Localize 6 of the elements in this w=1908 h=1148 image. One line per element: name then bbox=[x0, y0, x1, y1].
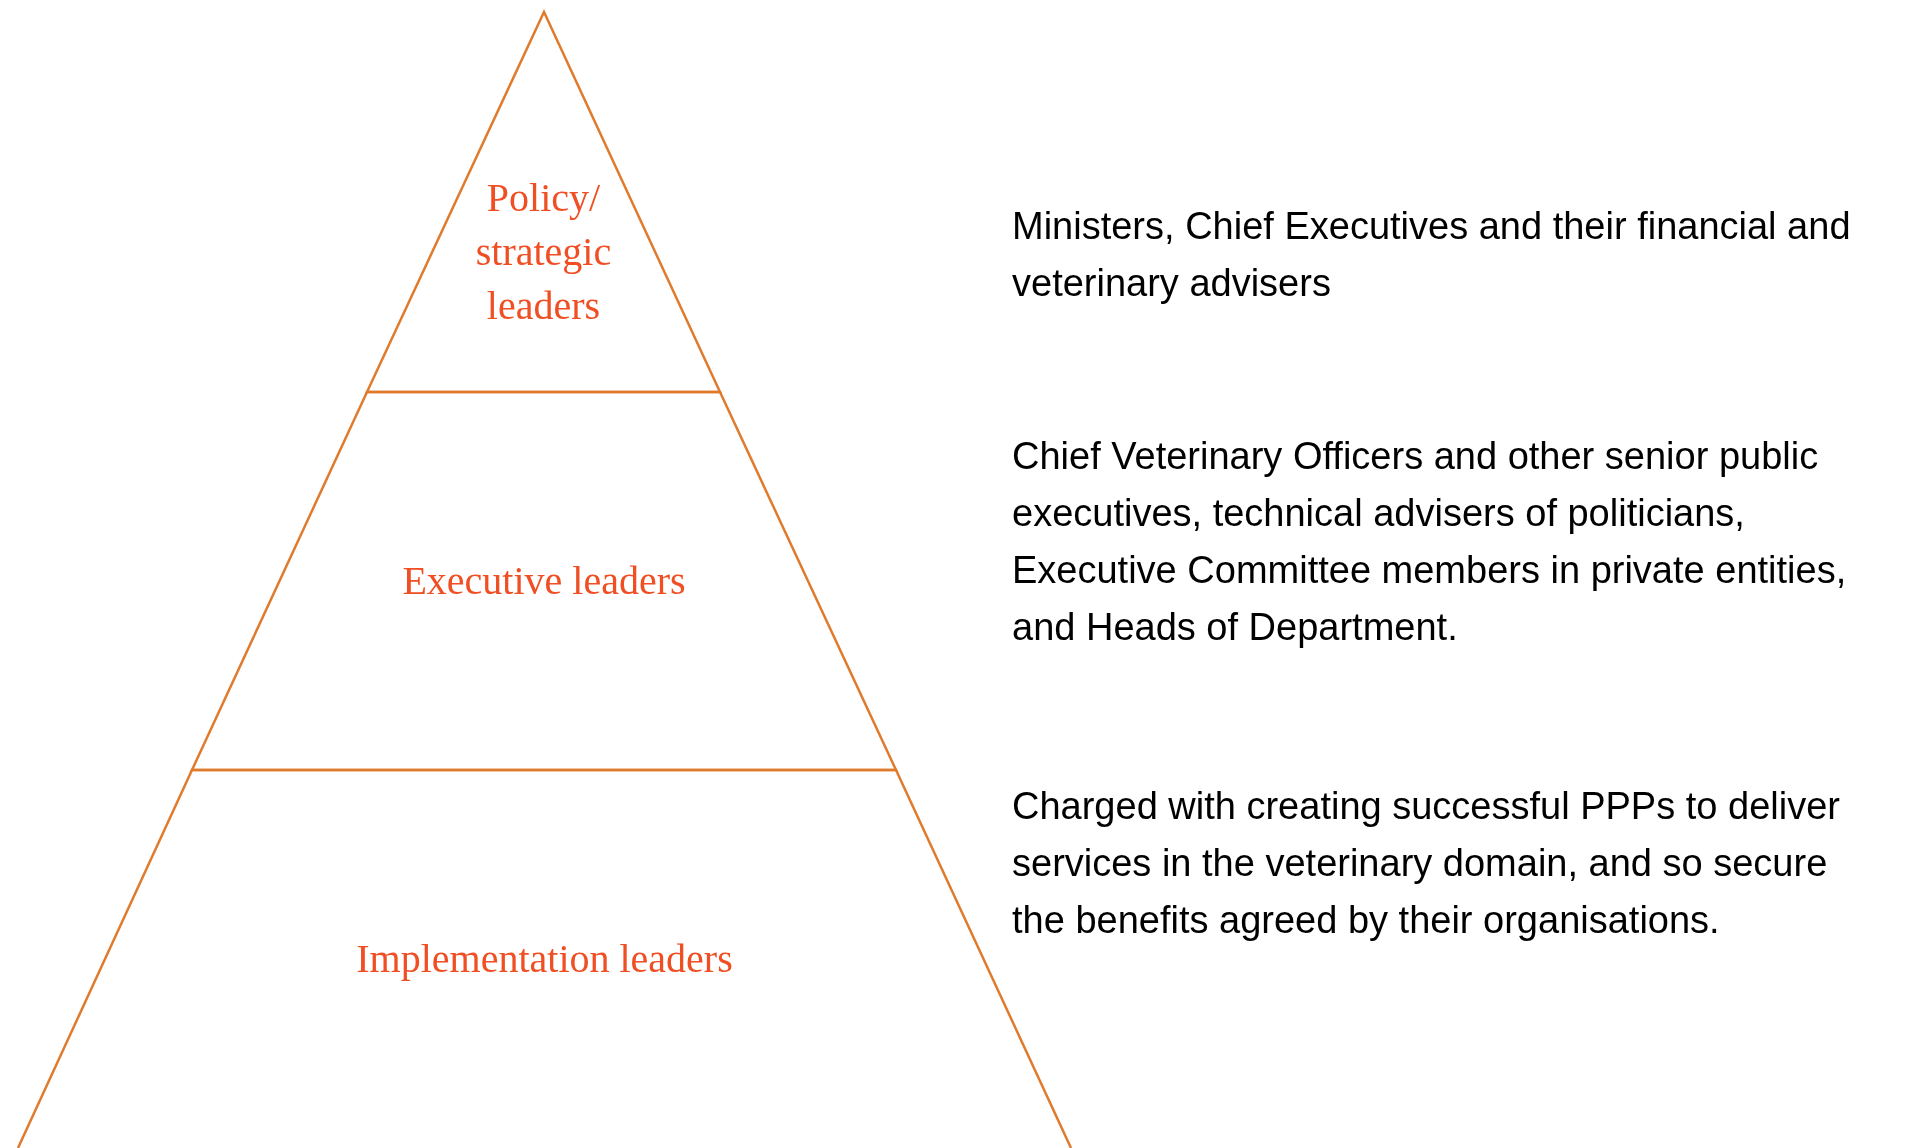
description-text: Ministers, Chief Executives and their financial and veterinary advisers bbox=[1012, 204, 1852, 306]
tier-label: Policy/ strategic leaders bbox=[474, 174, 613, 330]
description-text: Chief Veterinary Officers and other senior public executives, technical advisers of politicians, Executive Committee members in private entities, and Heads of Department. bbox=[1012, 434, 1848, 650]
tier-label: Implementation leaders bbox=[356, 935, 733, 983]
description-text: Charged with creating successful PPPs to deliver services in the veterinary domain, and so secure the benefits agreed by their organisations. bbox=[1012, 784, 1841, 943]
tier-label: Executive leaders bbox=[402, 557, 686, 605]
